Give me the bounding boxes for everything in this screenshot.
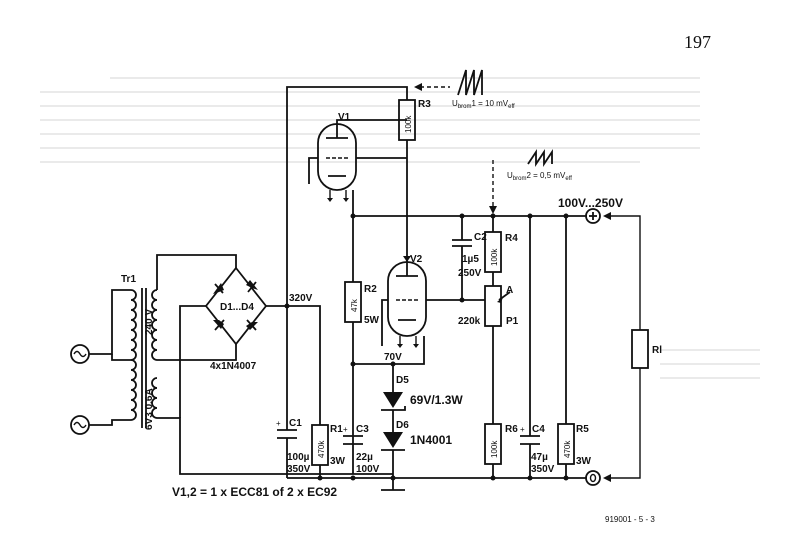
diode-d6: D6 1N4001 bbox=[381, 420, 452, 451]
svg-text:1N4001: 1N4001 bbox=[410, 433, 452, 447]
svg-text:+: + bbox=[343, 425, 348, 434]
svg-text:250V: 250V bbox=[458, 268, 482, 279]
label-70v: 70V bbox=[384, 352, 402, 363]
resistor-r6: 100k R6 bbox=[484, 423, 518, 465]
svg-text:350V: 350V bbox=[287, 464, 311, 475]
svg-text:C2: C2 bbox=[474, 232, 487, 243]
svg-text:R6: R6 bbox=[505, 424, 518, 435]
svg-text:100k: 100k bbox=[490, 248, 499, 266]
svg-text:D6: D6 bbox=[396, 420, 409, 431]
svg-text:4x1N4007: 4x1N4007 bbox=[210, 361, 257, 372]
ripple-marker-2: Ubrom2 = 0,5 mVeff bbox=[489, 149, 572, 214]
svg-text:47µ: 47µ bbox=[531, 452, 548, 463]
svg-text:350V: 350V bbox=[531, 464, 555, 475]
svg-text:R1: R1 bbox=[330, 424, 343, 435]
svg-text:V2: V2 bbox=[410, 254, 423, 265]
svg-text:D1...D4: D1...D4 bbox=[220, 302, 254, 313]
svg-text:C3: C3 bbox=[356, 424, 369, 435]
svg-text:100µ: 100µ bbox=[287, 452, 310, 463]
svg-text:69V/1.3W: 69V/1.3W bbox=[410, 393, 463, 407]
svg-text:Ubrom1 = 10 mVeff: Ubrom1 = 10 mVeff bbox=[452, 99, 515, 110]
svg-text:5W: 5W bbox=[364, 315, 380, 326]
capacitor-c3: + C3 22µ 100V bbox=[343, 424, 380, 475]
svg-text:+: + bbox=[520, 425, 525, 434]
svg-text:Rl: Rl bbox=[652, 345, 662, 356]
figure-code: 919001 - 5 - 3 bbox=[605, 515, 655, 524]
capacitor-c2: C2 1µ5 250V bbox=[452, 232, 487, 279]
svg-text:100k: 100k bbox=[404, 115, 413, 133]
svg-text:470k: 470k bbox=[563, 440, 572, 458]
svg-text:C1: C1 bbox=[289, 418, 302, 429]
tube-v2: V2 bbox=[381, 250, 462, 348]
bridge-rectifier: D1...D4 4x1N4007 bbox=[179, 266, 321, 425]
svg-text:3W: 3W bbox=[576, 456, 592, 467]
resistor-r5: 470k R5 3W bbox=[557, 423, 592, 467]
zener-d5: D5 69V/1.3W bbox=[381, 375, 463, 411]
resistor-r1: 470k R1 3W bbox=[311, 424, 346, 467]
svg-text:V1: V1 bbox=[338, 112, 351, 123]
svg-text:C4: C4 bbox=[532, 424, 545, 435]
svg-text:22µ: 22µ bbox=[356, 452, 373, 463]
capacitor-c1: + C1 100µ 350V bbox=[276, 418, 311, 475]
resistor-r4: 100k R4 bbox=[484, 231, 518, 273]
svg-text:+: + bbox=[276, 419, 281, 428]
svg-text:220k: 220k bbox=[458, 316, 481, 327]
svg-text:R2: R2 bbox=[364, 284, 377, 295]
svg-text:D5: D5 bbox=[396, 375, 409, 386]
svg-text:100k: 100k bbox=[490, 440, 499, 458]
svg-text:Ubrom2 = 0,5 mVeff: Ubrom2 = 0,5 mVeff bbox=[507, 171, 572, 182]
svg-text:P1: P1 bbox=[506, 316, 519, 327]
ac-source-symbol bbox=[70, 289, 131, 435]
svg-text:3W: 3W bbox=[330, 456, 346, 467]
svg-text:1µ5: 1µ5 bbox=[462, 254, 479, 265]
svg-text:R3: R3 bbox=[418, 99, 431, 110]
svg-text:100V...250V: 100V...250V bbox=[558, 196, 623, 210]
svg-text:47k: 47k bbox=[350, 298, 359, 312]
label-320v: 320V bbox=[289, 293, 313, 304]
resistor-r2: 47k R2 5W bbox=[344, 281, 380, 326]
svg-text:A: A bbox=[506, 285, 513, 296]
svg-text:6V3 0.6A: 6V3 0.6A bbox=[144, 388, 155, 430]
page-number: 197 bbox=[684, 32, 711, 52]
transformer-tr1: Tr1 240 V 6V3 0.6A bbox=[121, 274, 158, 430]
output-terminal-plus: 100V...250V bbox=[558, 196, 623, 224]
tube-v1: V1 bbox=[308, 112, 407, 202]
svg-text:Tr1: Tr1 bbox=[121, 274, 136, 285]
potentiometer-p1: A P1 220k bbox=[458, 285, 519, 327]
svg-text:240 V: 240 V bbox=[144, 309, 155, 335]
output-terminal-zero bbox=[585, 470, 601, 486]
capacitor-c4: + C4 47µ 350V bbox=[520, 424, 555, 475]
svg-text:R5: R5 bbox=[576, 424, 589, 435]
ripple-marker-1: Ubrom1 = 10 mVeff bbox=[414, 69, 515, 110]
tube-note: V1,2 = 1 x ECC81 of 2 x EC92 bbox=[172, 485, 337, 499]
load-resistor-rl: Rl bbox=[603, 212, 662, 482]
svg-text:100V: 100V bbox=[356, 464, 380, 475]
svg-text:R4: R4 bbox=[505, 233, 518, 244]
svg-text:470k: 470k bbox=[317, 440, 326, 458]
